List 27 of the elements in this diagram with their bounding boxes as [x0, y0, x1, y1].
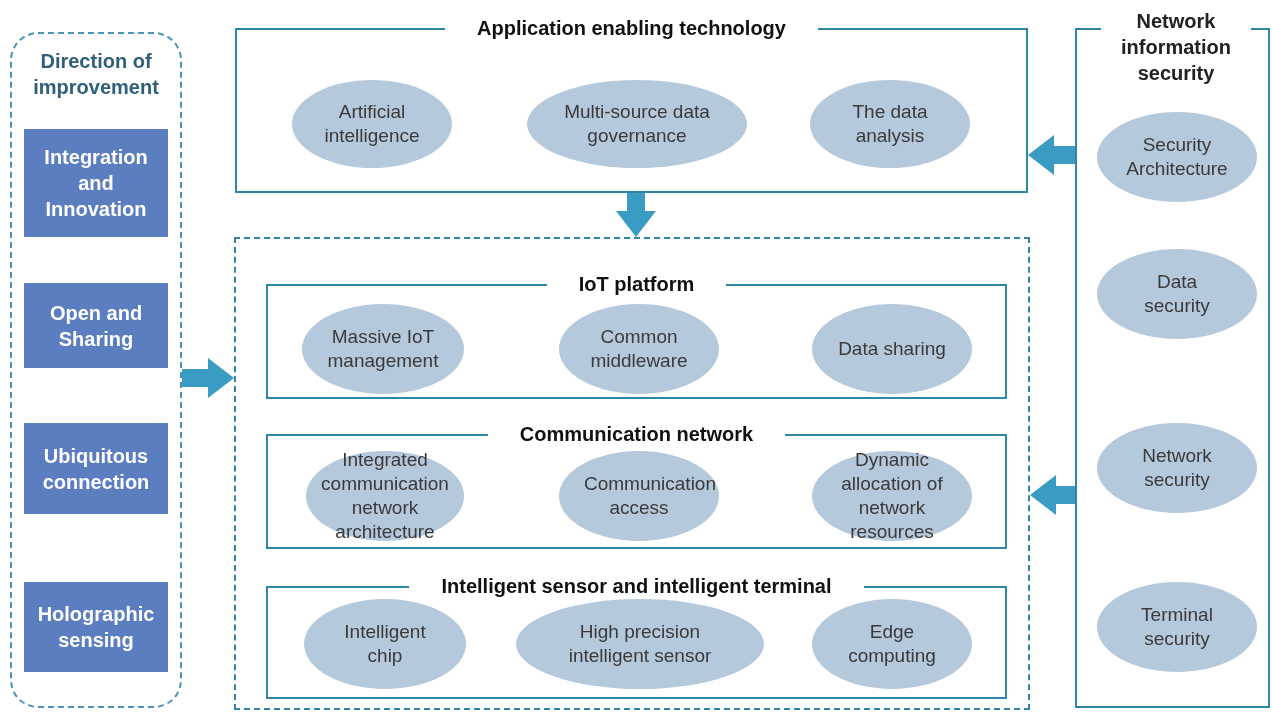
topic-ellipse: Common middleware [559, 304, 719, 394]
topic-ellipse: The data analysis [810, 80, 970, 168]
dashed-frame [234, 237, 1030, 710]
topic-ellipse: Integrated communication network architecture [306, 451, 464, 541]
direction-box: Open and Sharing [24, 283, 168, 368]
topic-ellipse: Multi-source data governance [527, 80, 747, 168]
topic-ellipse: Massive IoT management [302, 304, 464, 394]
topic-ellipse: Data sharing [812, 304, 972, 394]
topic-ellipse: Security Architecture [1097, 112, 1257, 202]
topic-ellipse: Data security [1097, 249, 1257, 339]
block-arrow [1028, 135, 1075, 175]
direction-box: Ubiquitous connection [24, 423, 168, 514]
topic-ellipse: Network security [1097, 423, 1257, 513]
block-arrow [616, 193, 656, 237]
topic-ellipse: High precision intelligent sensor [516, 599, 764, 689]
block-arrow [182, 358, 234, 398]
direction-box: Holographic sensing [24, 582, 168, 672]
block-arrow [1030, 475, 1075, 515]
topic-ellipse: Dynamic allocation of network resources [812, 451, 972, 541]
group-heading: Direction of improvement [32, 49, 160, 100]
topic-ellipse: Artificial intelligence [292, 80, 452, 168]
dashed-group [10, 32, 182, 708]
topic-ellipse: Edge computing [812, 599, 972, 689]
topic-ellipse: Intelligent chip [304, 599, 466, 689]
direction-box: Integration and Innovation [24, 129, 168, 237]
topic-ellipse: Terminal security [1097, 582, 1257, 672]
topic-ellipse: Communication access [559, 451, 719, 541]
